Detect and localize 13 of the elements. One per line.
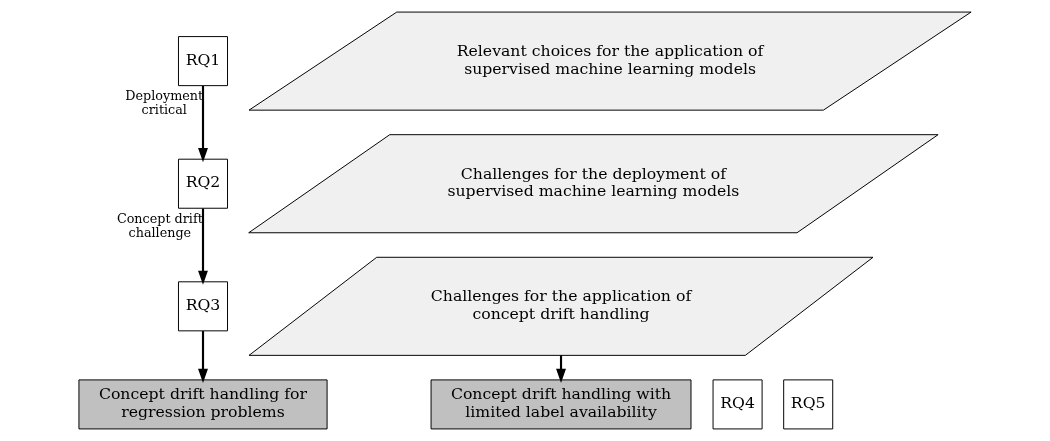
node-box: Concept drift handling for regression problems [78, 379, 328, 430]
node-box: RQ1 [178, 36, 228, 87]
arrow [556, 355, 566, 383]
node-box: RQ5 [783, 379, 834, 430]
node-box: Concept drift handling with limited label availability [430, 379, 692, 430]
arrow [198, 208, 208, 285]
node-box: RQ2 [178, 158, 228, 209]
arrow [198, 331, 208, 383]
node-box: RQ4 [712, 379, 763, 430]
arrow [198, 85, 208, 163]
edge-label: Concept drift challenge [116, 210, 203, 240]
edge-label: Deployment critical [125, 88, 204, 117]
node-box: RQ3 [178, 281, 228, 332]
